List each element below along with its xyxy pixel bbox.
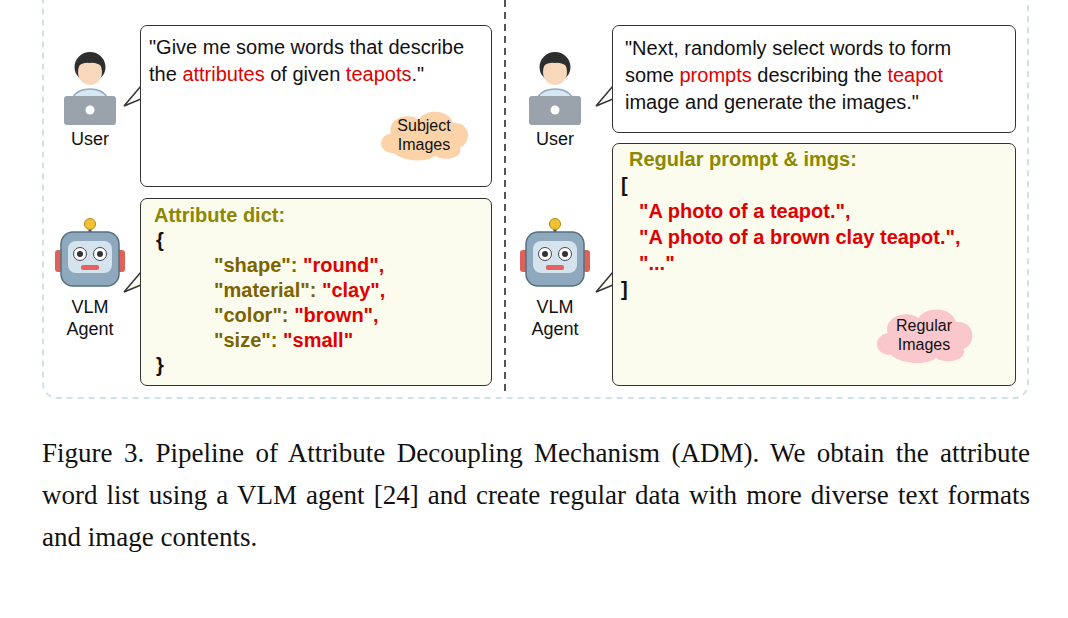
quote-text: prompts (679, 64, 751, 86)
code-text: { (156, 229, 164, 251)
cloud-fill (877, 309, 973, 363)
code-text: "A photo of a teapot.", (639, 200, 851, 222)
quote-text: describing the (757, 64, 882, 86)
robot-icon (520, 219, 590, 287)
panel-border (43, 0, 1028, 398)
divider (504, 0, 506, 392)
quote-text: ." (411, 63, 424, 85)
quote-text: attributes (182, 63, 264, 85)
bubble-tail (124, 86, 141, 106)
user-icon (64, 52, 116, 125)
quote-text: teapots (346, 63, 412, 85)
agent-response-bubble: Regular prompt & imgs:[ "A photo of a tea… (612, 143, 1016, 386)
bubble-tail (124, 272, 141, 292)
cloud-label: Regular Images (884, 316, 963, 354)
bubble-tail (596, 272, 613, 292)
user-icon (529, 52, 581, 125)
user-speech-bubble: "Next, randomly select words to form som… (612, 25, 1016, 133)
cloud-label: Subject Images (388, 116, 460, 154)
code-text: "..." (639, 252, 675, 274)
cloud-shape (869, 303, 979, 367)
code-text: "shape": (214, 254, 297, 276)
code-text: "A photo of a brown clay teapot.", (639, 226, 961, 248)
quote-text: of given (270, 63, 340, 85)
figure-caption: Figure 3. Pipeline of Attribute Decoupli… (42, 432, 1030, 558)
robot-icon (55, 219, 125, 287)
role-label: User (55, 128, 125, 150)
code-text: Attribute dict: (154, 204, 285, 226)
subject-images-cloud: Subject Images (374, 106, 474, 164)
quote-text: image and generate the images." (625, 91, 919, 113)
user-speech-bubble: "Give me some words that describe the at… (140, 25, 492, 187)
code-text: ] (621, 278, 628, 300)
code-text: Regular prompt & imgs: (629, 148, 857, 170)
code-text: [ (621, 174, 628, 196)
code-text: "brown", (294, 304, 379, 326)
quote-text: teapot (887, 64, 943, 86)
code-text: "small" (283, 329, 353, 351)
code-text: } (156, 354, 164, 376)
role-label: User (520, 128, 590, 150)
code-text: "material": (214, 279, 316, 301)
code-text: "color": (214, 304, 289, 326)
code-text: "clay", (322, 279, 385, 301)
role-label: VLM Agent (520, 296, 590, 340)
bubble-tail (596, 86, 613, 106)
cloud-fill (381, 112, 468, 161)
cloud-shape (374, 106, 474, 164)
code-text: "round", (303, 254, 384, 276)
code-text: "size": (214, 329, 277, 351)
role-label: VLM Agent (55, 296, 125, 340)
regular-images-cloud: Regular Images (869, 303, 979, 367)
agent-response-bubble: Attribute dict: { "shape": "round", "materia… (140, 198, 492, 386)
